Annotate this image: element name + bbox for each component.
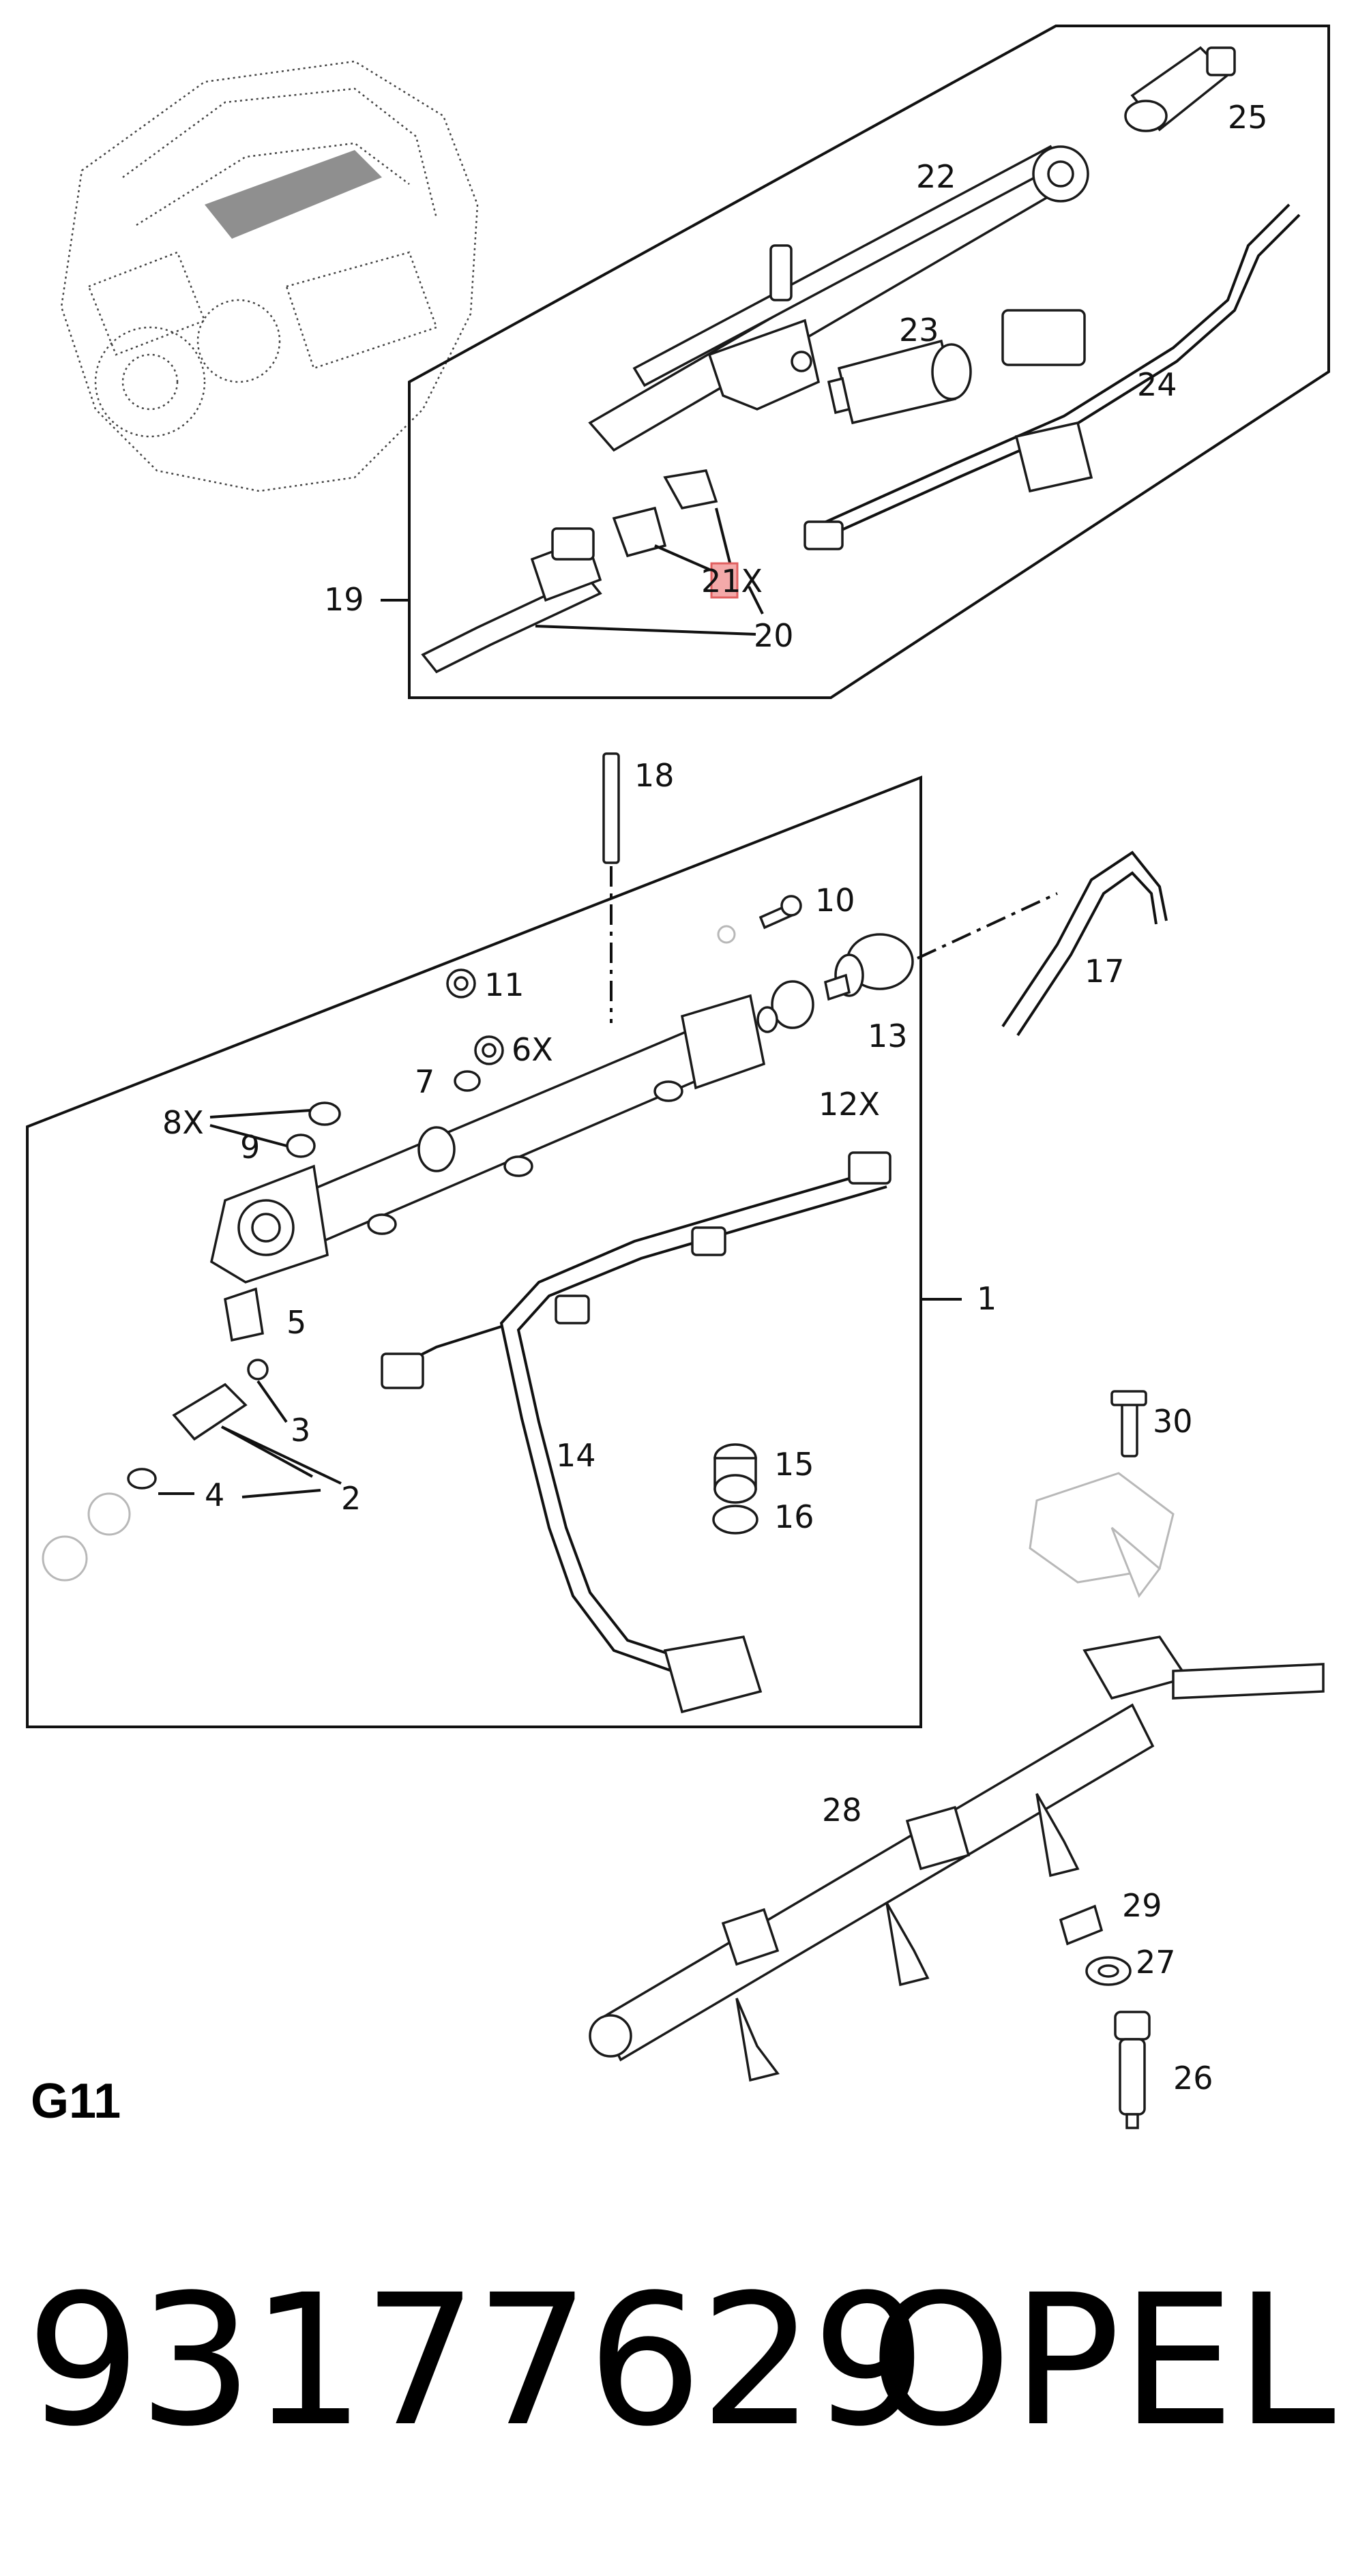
callout-25: 25 xyxy=(1228,99,1268,136)
group-code: G11 xyxy=(31,2074,121,2129)
screw-part-10 xyxy=(717,895,802,944)
callout-21x: 21X xyxy=(701,563,763,599)
callout-27: 27 xyxy=(1136,1944,1176,1981)
injector-part-20 xyxy=(421,527,602,674)
injector-part-26 xyxy=(1114,2011,1151,2129)
callout-11: 11 xyxy=(484,966,525,1003)
fuel-rail-part-28 xyxy=(589,1635,1325,2082)
callout-26: 26 xyxy=(1173,2060,1213,2097)
seals-part-6x-7 xyxy=(454,1035,504,1092)
engine-thumbnail xyxy=(60,60,479,492)
callout-16: 16 xyxy=(774,1498,814,1535)
pressure-sensor-part-25 xyxy=(1124,46,1236,132)
bolt-part-18 xyxy=(602,752,620,1023)
fuel-rail-part-22 xyxy=(588,145,1089,452)
callout-30: 30 xyxy=(1153,1403,1193,1440)
callout-17: 17 xyxy=(1085,953,1125,990)
sensor-ghost xyxy=(1029,1472,1175,1599)
callout-9: 9 xyxy=(240,1129,260,1166)
callout-19: 19 xyxy=(324,581,364,618)
seals-part-15-16 xyxy=(712,1443,758,1535)
callout-23: 23 xyxy=(899,312,939,349)
callout-2: 2 xyxy=(341,1480,361,1517)
main-detail-frame xyxy=(26,775,922,1728)
upper-detail-frame xyxy=(408,25,1330,699)
callout-highlight xyxy=(710,562,739,599)
seal-part-27 xyxy=(1085,1956,1132,1986)
hose-part-17 xyxy=(917,850,1168,1037)
callout-12x: 12X xyxy=(819,1086,880,1123)
fuel-rail-assembly xyxy=(210,994,766,1284)
callout-29: 29 xyxy=(1122,1887,1162,1924)
callout-5: 5 xyxy=(286,1304,306,1341)
callout-28: 28 xyxy=(822,1792,862,1829)
clip-part-5 xyxy=(224,1287,264,1342)
callout-18: 18 xyxy=(634,757,675,794)
callout-6x: 6X xyxy=(512,1031,553,1068)
callout-20: 20 xyxy=(754,617,794,654)
ring-part-11 xyxy=(446,968,476,998)
callout-15: 15 xyxy=(774,1446,814,1483)
clip-part-29 xyxy=(1059,1904,1104,1946)
callout-4: 4 xyxy=(205,1477,224,1513)
part-number: 93177629 xyxy=(26,2256,927,2466)
callout-13: 13 xyxy=(868,1018,908,1054)
callout-8x: 8X xyxy=(162,1104,204,1141)
callout-22: 22 xyxy=(916,158,956,195)
harness-part-24 xyxy=(804,203,1301,550)
clips-part-21x xyxy=(612,469,718,558)
callout-3: 3 xyxy=(291,1412,310,1449)
orings-part-12x xyxy=(756,980,814,1033)
brand-name: OPEL xyxy=(869,2256,1336,2466)
valve-part-23 xyxy=(827,339,972,425)
callout-7: 7 xyxy=(415,1063,434,1100)
callout-10: 10 xyxy=(815,882,855,919)
regulator-part-13 xyxy=(823,933,914,1001)
harness-part-14 xyxy=(381,1151,891,1714)
seals-part-8x-9 xyxy=(286,1101,341,1158)
callout-14: 14 xyxy=(556,1437,596,1474)
callout-1: 1 xyxy=(977,1280,997,1317)
callout-24: 24 xyxy=(1137,366,1177,403)
injector-parts-2-3-4 xyxy=(42,1359,269,1582)
bolt-part-30 xyxy=(1110,1390,1147,1457)
